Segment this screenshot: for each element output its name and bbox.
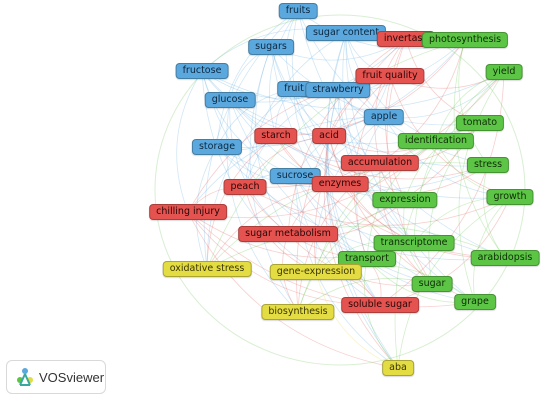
network-link xyxy=(244,186,511,226)
node-yield[interactable]: yield xyxy=(485,64,523,80)
network-link xyxy=(342,32,415,244)
network-link xyxy=(389,75,511,198)
network-link xyxy=(216,39,466,148)
node-expression[interactable]: expression xyxy=(372,192,438,208)
network-link xyxy=(269,10,299,137)
node-gene-expression[interactable]: gene-expression xyxy=(269,264,363,280)
network-link xyxy=(291,10,341,185)
network-link xyxy=(226,99,299,313)
network-link xyxy=(293,88,489,167)
node-grape[interactable]: grape xyxy=(454,294,496,310)
node-sugar[interactable]: sugar xyxy=(411,276,453,292)
node-apple[interactable]: apple xyxy=(363,109,405,125)
network-link xyxy=(216,10,299,148)
node-tomato[interactable]: tomato xyxy=(455,115,505,131)
node-stress[interactable]: stress xyxy=(466,157,510,173)
node-strawberry[interactable]: strawberry xyxy=(305,82,371,98)
network-link xyxy=(473,196,511,303)
node-storage[interactable]: storage xyxy=(191,139,243,155)
node-transport[interactable]: transport xyxy=(338,251,396,267)
network-link xyxy=(229,99,289,235)
node-fructose[interactable]: fructose xyxy=(175,63,229,79)
network-link xyxy=(229,99,433,285)
node-growth[interactable]: growth xyxy=(486,189,534,205)
network-link xyxy=(379,162,433,285)
network-link xyxy=(275,135,489,180)
node-aba[interactable]: aba xyxy=(382,360,414,376)
node-biosynthesis[interactable]: biosynthesis xyxy=(261,304,335,320)
network-link xyxy=(374,38,407,164)
network-link xyxy=(201,70,505,110)
node-sugars[interactable]: sugars xyxy=(248,39,294,55)
network-link xyxy=(206,88,295,270)
logo-text: VOSviewer xyxy=(39,369,105,385)
network-link xyxy=(187,211,476,308)
network-link xyxy=(206,39,466,270)
network-link xyxy=(216,146,506,261)
network-link xyxy=(294,175,399,369)
node-peach[interactable]: peach xyxy=(223,179,267,195)
network-link xyxy=(201,70,330,137)
network-link xyxy=(397,196,511,369)
network-link xyxy=(339,39,466,185)
node-sugar-metabolism[interactable]: sugar metabolism xyxy=(238,226,338,242)
node-oxidative-stress[interactable]: oxidative stress xyxy=(162,261,252,277)
node-soluble-sugar[interactable]: soluble sugar xyxy=(341,297,419,313)
node-identification[interactable]: identification xyxy=(397,133,475,149)
network-link xyxy=(345,32,476,303)
vosviewer-logo-icon xyxy=(17,368,33,386)
network-link xyxy=(314,75,391,273)
network-link xyxy=(287,38,407,235)
node-photosynthesis[interactable]: photosynthesis xyxy=(421,32,509,48)
network-link xyxy=(325,32,399,369)
node-arabidopsis[interactable]: arabidopsis xyxy=(470,250,540,266)
network-link xyxy=(275,135,506,259)
network-link xyxy=(364,258,399,369)
node-enzymes[interactable]: enzymes xyxy=(311,176,369,192)
network-link xyxy=(270,46,381,164)
network-link xyxy=(458,39,489,166)
node-chilling-injury[interactable]: chilling injury xyxy=(149,204,227,220)
network-link xyxy=(379,71,505,306)
node-transcriptome[interactable]: transcriptome xyxy=(373,235,455,251)
network-link xyxy=(176,70,203,213)
node-sugar-content[interactable]: sugar content xyxy=(305,25,387,41)
network-link xyxy=(483,164,506,259)
network-link xyxy=(458,71,505,303)
network-link xyxy=(244,32,347,188)
network-link xyxy=(323,135,399,369)
network-link xyxy=(453,39,506,259)
node-accumulation[interactable]: accumulation xyxy=(340,155,420,171)
node-fruits[interactable]: fruits xyxy=(278,3,318,19)
node-glucose[interactable]: glucose xyxy=(204,92,256,108)
node-starch[interactable]: starch xyxy=(254,128,298,144)
network-link xyxy=(294,175,381,306)
node-acid[interactable]: acid xyxy=(312,128,346,144)
network-link xyxy=(206,225,506,270)
node-fruit-quality[interactable]: fruit quality xyxy=(355,68,425,84)
network-link xyxy=(366,140,437,260)
network-link xyxy=(328,135,415,244)
network-link xyxy=(327,89,381,306)
vosviewer-logo: VOSviewer xyxy=(6,360,106,394)
